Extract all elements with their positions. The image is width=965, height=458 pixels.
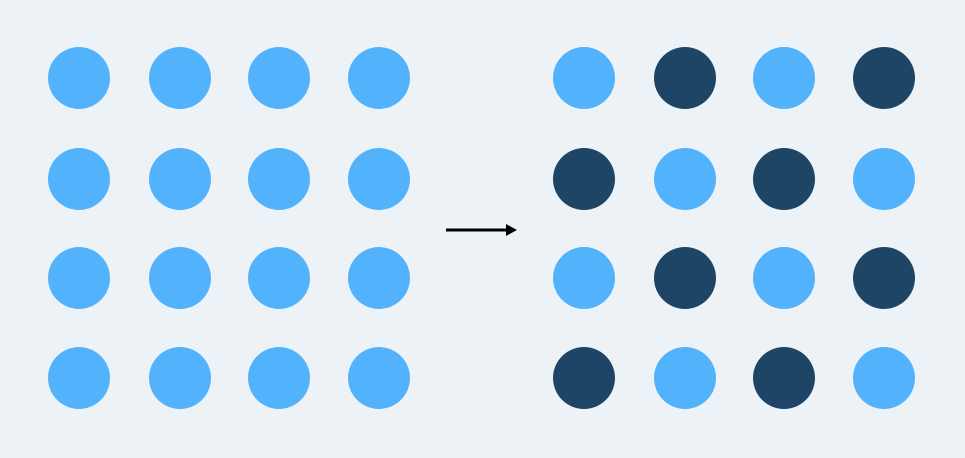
after-dot-light	[853, 148, 915, 210]
before-dot-light	[48, 247, 110, 309]
after-dot-dark	[553, 347, 615, 409]
after-dot-dark	[654, 47, 716, 109]
after-dot-light	[753, 247, 815, 309]
after-dot-light	[553, 47, 615, 109]
arrow-head	[506, 224, 517, 236]
after-dot-light	[853, 347, 915, 409]
after-dot-dark	[853, 47, 915, 109]
before-dot-light	[149, 347, 211, 409]
before-dot-light	[348, 47, 410, 109]
after-dot-dark	[654, 247, 716, 309]
before-dot-light	[48, 347, 110, 409]
before-dot-light	[48, 47, 110, 109]
before-dot-light	[149, 47, 211, 109]
after-dot-dark	[853, 247, 915, 309]
before-dot-light	[348, 347, 410, 409]
right-arrow-icon	[446, 224, 517, 236]
before-dot-light	[48, 148, 110, 210]
before-dot-light	[348, 247, 410, 309]
before-dot-light	[149, 148, 211, 210]
before-dot-light	[348, 148, 410, 210]
after-dot-dark	[753, 148, 815, 210]
after-dot-dark	[753, 347, 815, 409]
after-dot-light	[654, 347, 716, 409]
before-dot-light	[248, 347, 310, 409]
before-dot-light	[149, 247, 211, 309]
after-dot-dark	[553, 148, 615, 210]
after-dot-light	[753, 47, 815, 109]
after-dot-light	[553, 247, 615, 309]
before-dot-light	[248, 47, 310, 109]
before-dot-light	[248, 148, 310, 210]
before-dot-light	[248, 247, 310, 309]
after-dot-light	[654, 148, 716, 210]
